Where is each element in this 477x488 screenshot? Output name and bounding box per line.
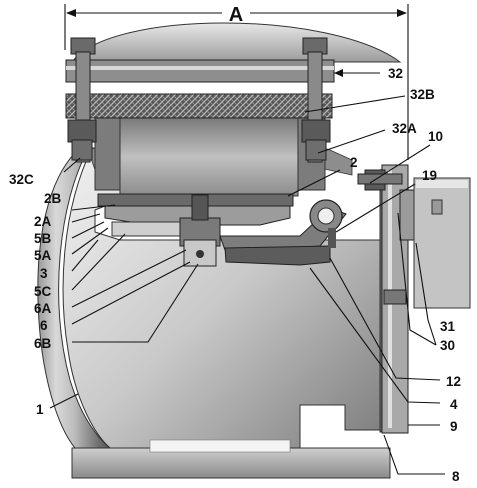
callout-30: 30 — [440, 338, 455, 353]
callout-4: 4 — [450, 397, 458, 412]
callout-32a: 32A — [392, 121, 417, 136]
callout-32b: 32B — [410, 87, 435, 102]
callout-5c: 5C — [34, 284, 52, 299]
callout-12: 12 — [446, 374, 461, 389]
cover-gasket — [65, 93, 333, 119]
callout-32c: 32C — [9, 172, 34, 187]
callout-5b: 5B — [34, 231, 52, 246]
cover-bolts — [67, 37, 331, 163]
callout-31: 31 — [440, 319, 456, 334]
callout-3: 3 — [40, 266, 48, 281]
callout-8: 8 — [452, 469, 460, 484]
disc-clapper-assembly — [97, 193, 347, 267]
callout-6b: 6B — [34, 336, 52, 351]
callout-labels: 32 32B 32A 32C 2 10 19 2B 2A 5B 5A 3 5C … — [9, 66, 461, 484]
callout-6a: 6A — [34, 301, 52, 316]
callout-10: 10 — [428, 129, 443, 144]
external-shaft-housing — [357, 169, 471, 309]
callout-1: 1 — [36, 402, 44, 417]
dimension-a-label: A — [229, 4, 243, 26]
callout-9: 9 — [450, 419, 458, 434]
callout-leaders — [49, 69, 445, 475]
callout-2a: 2A — [34, 214, 52, 229]
callout-5a: 5A — [34, 248, 52, 263]
callout-2b: 2B — [44, 191, 62, 206]
callout-2: 2 — [350, 155, 358, 170]
callout-6: 6 — [40, 318, 48, 333]
callout-19: 19 — [422, 168, 437, 183]
dimension-a: A — [64, 2, 409, 160]
callout-32: 32 — [388, 66, 403, 81]
